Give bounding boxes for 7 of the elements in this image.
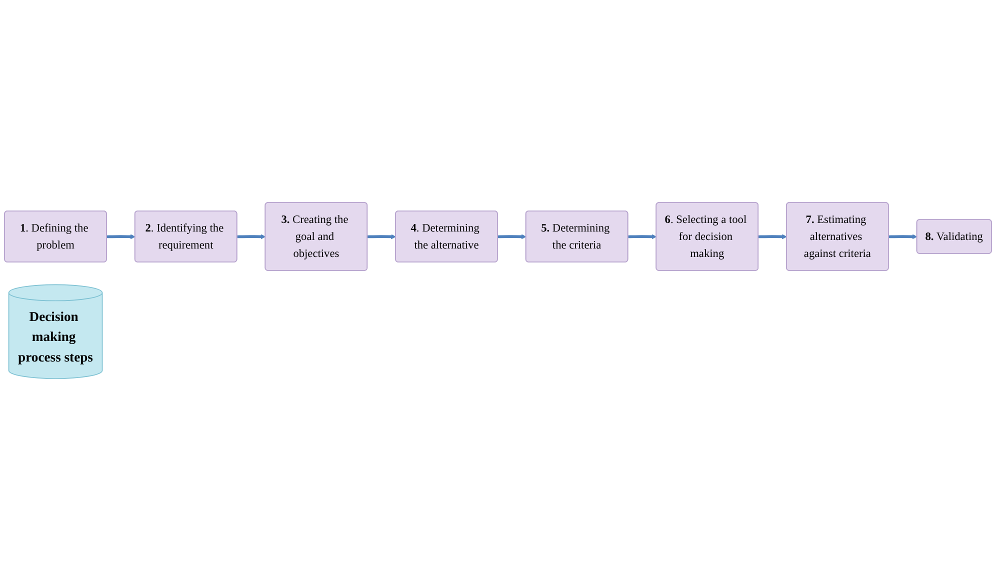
arrow bbox=[237, 234, 266, 240]
arrow bbox=[628, 234, 657, 240]
arrow bbox=[367, 234, 396, 240]
arrow bbox=[888, 234, 918, 240]
arrow bbox=[498, 234, 526, 240]
arrow bbox=[758, 234, 787, 240]
arrow bbox=[106, 234, 136, 240]
